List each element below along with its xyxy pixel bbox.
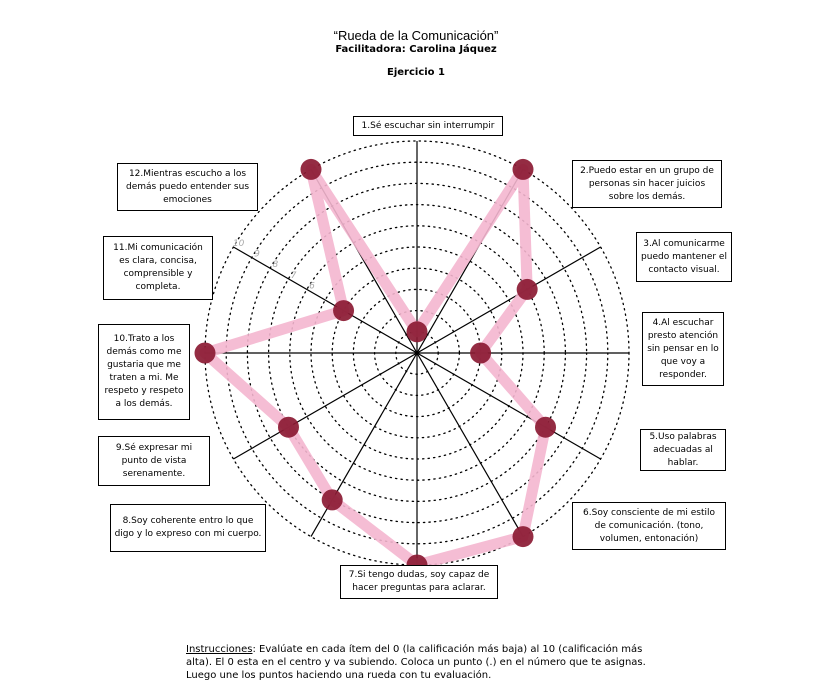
scale-ticks: 10 9 8 7 6 [233, 239, 315, 291]
item-box-5: 5.Uso palabras adecuadas al hablar. [640, 429, 726, 471]
item-label-1: 1.Sé escuchar sin interrumpir [361, 120, 495, 131]
score-dot-10 [194, 342, 216, 364]
item-box-10: 10.Trato a los demás como me gustaria qu… [98, 324, 190, 420]
item-label-3: 3.Al comunicarme puedo mantener el conta… [641, 238, 727, 275]
item-label-9: 9.Sé expresar mi punto de vista serename… [115, 442, 193, 479]
item-label-4: 4.Al escuchar presto atención sin pensar… [647, 317, 719, 380]
item-box-1: 1.Sé escuchar sin interrumpir [353, 116, 503, 136]
exercise-label: Ejercicio 1 [387, 67, 445, 78]
score-dot-12 [300, 158, 322, 180]
scale-tick-10: 10 [233, 239, 245, 249]
wheel-title: “Rueda de la Comunicación” [333, 28, 499, 43]
score-dot-11 [333, 300, 355, 322]
item-box-8: 8.Soy coherente entro lo que digo y lo e… [110, 504, 266, 552]
score-dot-5 [535, 416, 557, 438]
item-label-12: 12.Mientras escucho a los demás puedo en… [125, 168, 250, 205]
scale-tick-6: 6 [309, 281, 315, 291]
score-dot-6 [512, 526, 534, 548]
item-label-8: 8.Soy coherente entro lo que digo y lo e… [114, 516, 262, 539]
item-label-6: 6.Soy consciente de mi estilo de comunic… [583, 507, 715, 544]
item-box-7: 7.Si tengo dudas, soy capaz de hacer pre… [340, 565, 498, 599]
item-label-2: 2.Puedo estar en un grupo de personas si… [580, 165, 714, 202]
item-box-6: 6.Soy consciente de mi estilo de comunic… [572, 502, 726, 550]
score-dot-4 [470, 342, 492, 364]
instructions-label: Instrucciones [186, 644, 253, 655]
scale-tick-7: 7 [291, 271, 297, 281]
item-box-9: 9.Sé expresar mi punto de vista serename… [98, 436, 210, 486]
scale-tick-8: 8 [272, 260, 278, 270]
scale-tick-9: 9 [254, 250, 260, 260]
item-box-12: 12.Mientras escucho a los demás puedo en… [117, 163, 258, 211]
item-box-11: 11.Mi comunicación es clara, concisa, co… [103, 236, 213, 300]
item-box-2: 2.Puedo estar en un grupo de personas si… [572, 160, 722, 208]
instructions: Instrucciones: Evalúate en cada ítem del… [186, 643, 666, 682]
facilitator-line: Facilitadora: Carolina Jáquez [335, 44, 497, 55]
score-dot-8 [321, 489, 343, 511]
item-label-11: 11.Mi comunicación es clara, concisa, co… [113, 243, 203, 292]
score-dot-9 [277, 416, 299, 438]
wheel-grid [204, 140, 630, 566]
score-dot-3 [516, 278, 538, 300]
item-label-5: 5.Uso palabras adecuadas al hablar. [649, 431, 717, 468]
score-dot-1 [406, 321, 428, 343]
item-box-3: 3.Al comunicarme puedo mantener el conta… [636, 232, 732, 282]
score-dots [194, 158, 557, 576]
instructions-text: : Evalúate en cada ítem del 0 (la califi… [186, 644, 646, 681]
item-label-7: 7.Si tengo dudas, soy capaz de hacer pre… [348, 570, 490, 593]
item-box-4: 4.Al escuchar presto atención sin pensar… [642, 312, 724, 386]
score-dot-2 [512, 158, 534, 180]
item-label-10: 10.Trato a los demás como me gustaria qu… [104, 334, 184, 409]
